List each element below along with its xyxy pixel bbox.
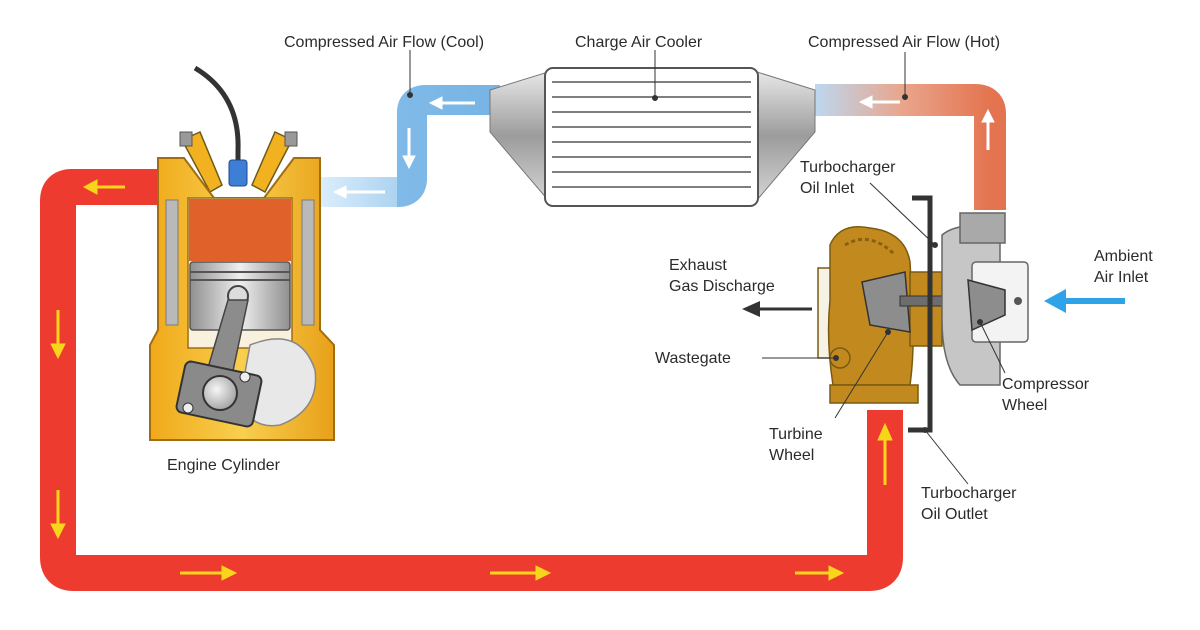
label-exhaust-gas-discharge: Exhaust Gas Discharge bbox=[669, 257, 775, 295]
flow-arrow-right-1 bbox=[180, 565, 238, 581]
label-charge-air-cooler: Charge Air Cooler bbox=[575, 34, 703, 51]
flow-arrow-left bbox=[82, 179, 125, 195]
label-engine-cylinder: Engine Cylinder bbox=[167, 457, 280, 474]
flow-arrow-right-3 bbox=[795, 565, 845, 581]
engine-cylinder bbox=[149, 65, 335, 441]
leader-lines bbox=[407, 50, 1006, 485]
turbine-wheel bbox=[861, 271, 911, 333]
exhaust-flow-arrows bbox=[50, 179, 893, 581]
flow-arrow-right-2 bbox=[490, 565, 552, 581]
label-wastegate: Wastegate bbox=[655, 350, 731, 367]
flow-arrow-up bbox=[877, 422, 893, 485]
exhaust-pipe bbox=[40, 169, 903, 591]
label-ambient-air-inlet: Ambient Air Inlet bbox=[1094, 248, 1153, 286]
label-turbocharger-oil-outlet: Turbocharger Oil Outlet bbox=[921, 485, 1017, 523]
cool-air-arrows bbox=[332, 96, 475, 199]
valves bbox=[179, 130, 298, 194]
flow-arrow-down-1 bbox=[50, 310, 66, 360]
cooler-fins bbox=[552, 81, 751, 188]
hot-air-pipe bbox=[815, 84, 1006, 210]
turbocharger bbox=[817, 195, 1029, 433]
flow-arrow-down-2 bbox=[50, 490, 66, 540]
label-turbine-wheel: Turbine Wheel bbox=[769, 426, 823, 464]
label-compressor-wheel: Compressor Wheel bbox=[1002, 376, 1090, 414]
compressor-wheel bbox=[967, 278, 1006, 332]
combustion-chamber bbox=[189, 199, 291, 261]
label-compressed-air-cool: Compressed Air Flow (Cool) bbox=[284, 34, 485, 51]
ignition-wire bbox=[193, 65, 241, 168]
spark-plug bbox=[228, 159, 248, 187]
label-compressed-air-hot: Compressed Air Flow (Hot) bbox=[808, 34, 1001, 51]
ambient-air-arrow bbox=[1044, 289, 1125, 313]
hot-air-arrows bbox=[858, 95, 995, 150]
charge-air-cooler bbox=[489, 67, 816, 207]
center-housing bbox=[909, 271, 943, 347]
crankshaft bbox=[175, 360, 263, 428]
oil-line bbox=[908, 195, 933, 433]
label-turbocharger-oil-inlet: Turbocharger Oil Inlet bbox=[800, 159, 896, 197]
cool-air-pipe bbox=[320, 85, 500, 207]
exhaust-discharge-arrow bbox=[742, 301, 812, 317]
